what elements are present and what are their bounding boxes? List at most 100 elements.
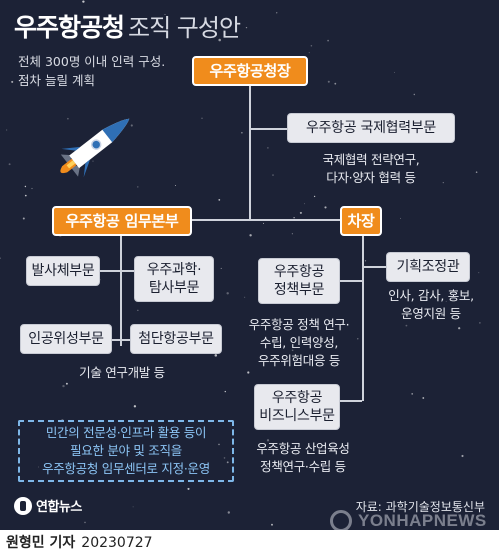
star (24, 194, 27, 197)
connector-hq-row2 (112, 339, 136, 341)
star (218, 38, 221, 42)
mission-center-note: 민간의 전문성·인프라 활용 등이 필요한 분야 및 조직을 우주항공청 임무센… (18, 420, 234, 482)
yonhap-logo-text: 연합뉴스 (36, 500, 82, 515)
connector-head-vertical (249, 82, 251, 220)
star (272, 174, 274, 176)
star (245, 26, 248, 29)
star (175, 185, 176, 186)
star (218, 199, 221, 201)
note-line-2: 점차 늘릴 계획 (18, 73, 95, 88)
star (24, 185, 27, 188)
connector-planning-horizontal (362, 266, 386, 268)
star (22, 217, 25, 220)
policy-node: 우주항공 정책부문 (258, 258, 340, 304)
star (220, 267, 222, 269)
space-science-node: 우주과학· 탐사부문 (134, 256, 214, 302)
star (133, 405, 137, 408)
intl-cooperation-node: 우주항공 국제협력부문 (287, 113, 455, 143)
star (83, 19, 85, 21)
star (276, 12, 278, 14)
connector-policy-horizontal (340, 280, 362, 282)
star (475, 171, 478, 173)
byline-date: 20230727 (81, 535, 153, 551)
connector-business-horizontal (340, 400, 362, 402)
star (82, 0, 85, 3)
star (458, 327, 461, 330)
yonhap-logo-icon (14, 496, 32, 515)
title-sub: 조직 구성안 (128, 14, 241, 42)
star (137, 309, 139, 311)
byline: 원형민 기자 20230727 (6, 532, 153, 552)
star (441, 501, 444, 504)
rocket-icon (60, 118, 130, 178)
star (249, 234, 252, 237)
star (226, 292, 229, 295)
star (266, 439, 270, 442)
connector-hq-row1 (100, 270, 142, 272)
star (328, 460, 331, 462)
star (218, 443, 220, 446)
tech-rnd-desc: 기술 연구개발 등 (79, 365, 165, 380)
star (262, 222, 265, 224)
star (422, 397, 425, 399)
star (271, 523, 273, 526)
star (364, 260, 367, 262)
star (479, 322, 481, 324)
staffing-note: 전체 300명 이내 인력 구성. 점차 늘릴 계획 (18, 52, 165, 90)
watermark: YONHAPNEWS (330, 510, 487, 530)
star (223, 457, 226, 459)
star (442, 181, 444, 184)
policy-desc: 우주항공 정책 연구· 수립, 인력양성, 우주위험대응 등 (248, 317, 350, 368)
intl-cooperation-desc: 국제협력 전략연구, 다자·양자 협력 등 (322, 152, 420, 185)
byline-name: 원형민 기자 (6, 535, 76, 551)
star (84, 521, 86, 524)
star (267, 147, 269, 149)
vice-administrator-node: 차장 (340, 206, 382, 236)
star (308, 52, 310, 54)
watermark-icon (330, 510, 352, 530)
advanced-aviation-node: 첨단항공부문 (130, 324, 222, 354)
star (201, 117, 203, 120)
star (411, 393, 414, 395)
star (8, 163, 11, 166)
star (11, 80, 14, 83)
connector-vice-vertical (362, 231, 364, 401)
star (62, 384, 65, 388)
star (244, 296, 246, 298)
star (313, 195, 316, 198)
star (38, 466, 39, 468)
star (92, 160, 94, 162)
star (132, 506, 134, 508)
star (224, 390, 226, 393)
planning-node: 기획조정관 (386, 252, 470, 282)
star (327, 39, 329, 42)
connector-hq-vice-horizontal (192, 219, 342, 221)
star (31, 187, 33, 190)
star (226, 461, 229, 464)
star (291, 349, 294, 352)
star (324, 206, 327, 209)
star (247, 371, 250, 374)
star (304, 203, 305, 205)
note-line-1: 전체 300명 이내 인력 구성. (18, 54, 166, 69)
star (6, 129, 8, 131)
yonhap-logo: 연합뉴스 (14, 496, 82, 515)
star (327, 80, 330, 83)
star (310, 45, 313, 47)
star (187, 487, 190, 490)
planning-desc: 인사, 감사, 홍보, 운영지원 등 (388, 288, 474, 321)
star (291, 233, 293, 235)
star (130, 124, 133, 127)
star (413, 93, 416, 96)
source-credit: 자료: 과학기술정보통신부 (355, 500, 485, 514)
watermark-text: YONHAPNEWS (358, 511, 487, 530)
connector-intl-horizontal (249, 128, 287, 130)
star (86, 25, 90, 28)
star (357, 338, 359, 340)
star (299, 211, 302, 214)
star (478, 272, 480, 274)
star (0, 257, 1, 260)
connector-hq-vertical (120, 231, 122, 346)
